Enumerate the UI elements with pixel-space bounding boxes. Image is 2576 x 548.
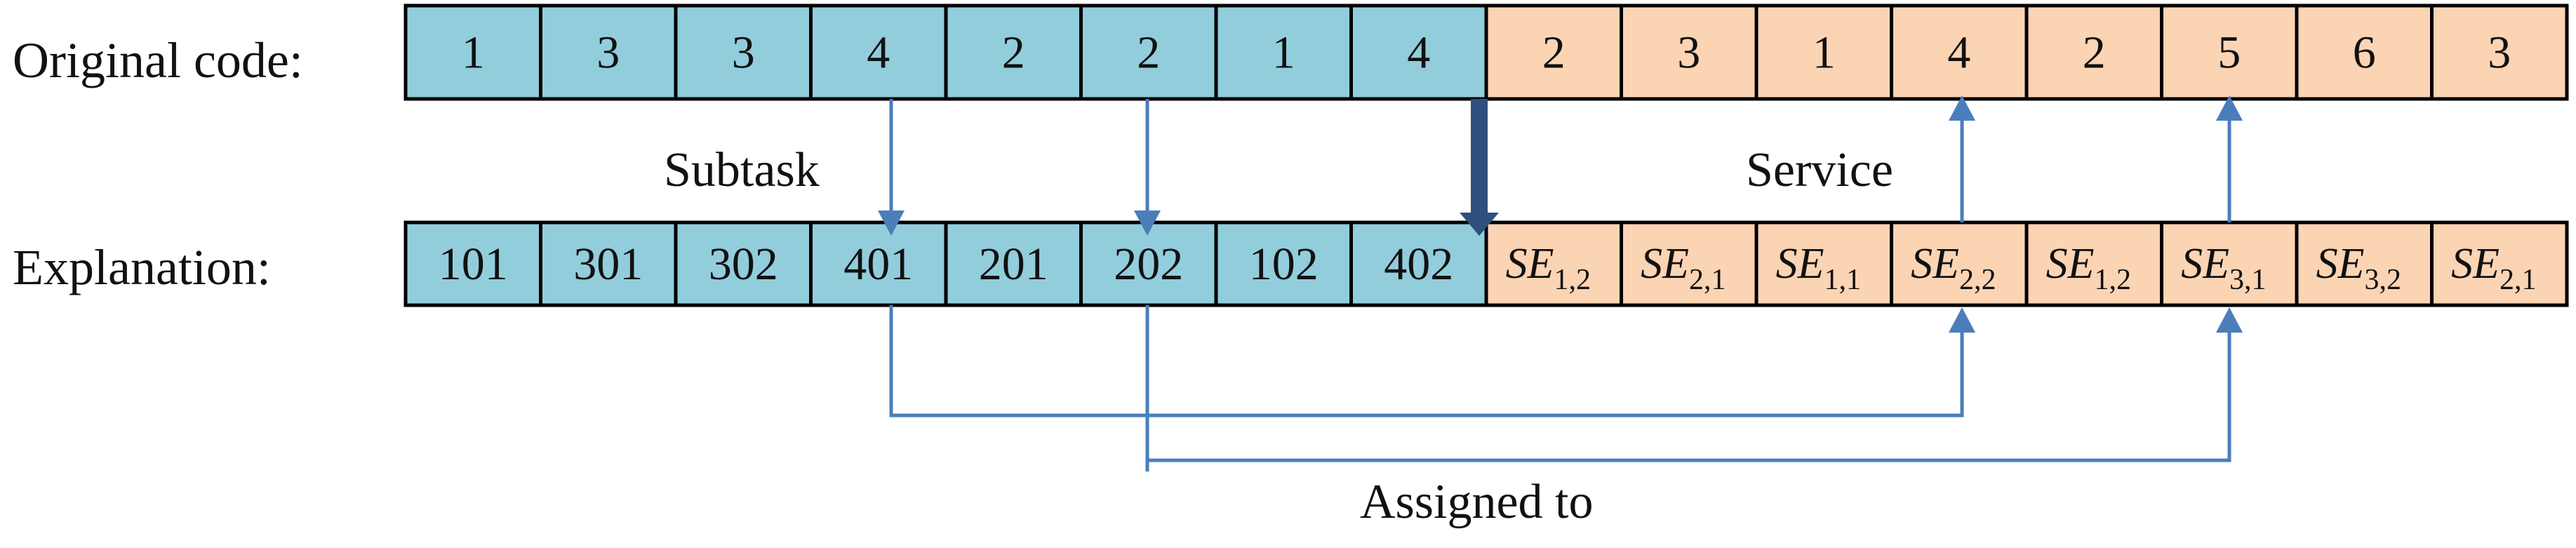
explanation-service-cell	[1754, 220, 1893, 307]
explanation-subtask-cell	[403, 220, 542, 307]
original-subtask-cell	[674, 4, 813, 101]
service-symbol: SE1,2	[2046, 240, 2131, 296]
explanation-service-cell	[2024, 220, 2163, 307]
original-subtask-cell	[403, 4, 542, 101]
original-subtask-cell-text: 2	[1137, 27, 1160, 79]
subtask-label: Subtask	[664, 143, 820, 197]
explanation-subtask-cell-text: 102	[1249, 239, 1319, 290]
arrow-head-401	[878, 210, 905, 236]
explanation-subtask-cell-text: 402	[1384, 239, 1453, 290]
original-service-cell	[1890, 4, 2029, 101]
service-symbol: SE2,1	[2451, 240, 2536, 296]
explanation-subtask-cell	[809, 220, 948, 307]
explanation-subtask-cell-text: 201	[979, 239, 1048, 290]
original-subtask-cell	[539, 4, 678, 101]
original-subtask-cell	[1214, 4, 1353, 101]
original-service-cell-text: 4	[1947, 27, 1970, 79]
explanation-subtask-cell	[944, 220, 1083, 307]
original-service-cell-text: 5	[2217, 27, 2241, 79]
explanation-subtask-cell-text: 301	[573, 239, 643, 290]
assignment-line-202	[1145, 305, 2231, 462]
arrow-head-5	[2216, 95, 2243, 121]
original-subtask-cell-text: 3	[596, 27, 620, 79]
original-service-cell	[2024, 4, 2163, 101]
service-symbol: SE2,1	[1641, 240, 1726, 296]
assigned-to-label: Assigned to	[1360, 475, 1594, 529]
service-symbol: SE1,2	[1506, 240, 1591, 296]
service-symbol: SE1,1	[1776, 240, 1861, 296]
original-service-cell-text: 1	[1813, 27, 1836, 79]
original-service-cell-text: 2	[1542, 27, 1566, 79]
explanation-service-cell	[2295, 220, 2434, 307]
original-service-cell-text: 6	[2353, 27, 2376, 79]
explanation-service-cell	[2160, 220, 2299, 307]
assignment-head-401	[1949, 307, 1975, 333]
assignment-head-202	[2216, 307, 2243, 333]
service-symbol: SE2,2	[1911, 240, 1996, 296]
original-service-cell	[1620, 4, 1759, 101]
explanation-row: 101 301 302 401 201 202 102 402 SE1,2 SE2,1 SE1,1 S…	[403, 220, 2569, 307]
original-service-cell-text: 3	[2488, 27, 2511, 79]
explanation-subtask-cell-text: 401	[843, 239, 913, 290]
original-subtask-cell-text: 1	[1272, 27, 1295, 79]
original-subtask-cell	[1079, 4, 1218, 101]
service-symbol: SE3,2	[2316, 240, 2401, 296]
original-service-cell	[2160, 4, 2299, 101]
explanation-subtask-cell-text: 302	[709, 239, 778, 290]
arrow-head-202	[1134, 210, 1161, 236]
original-subtask-cell-text: 4	[1407, 27, 1430, 79]
explanation-service-cell	[1484, 220, 1623, 307]
original-subtask-cell	[1349, 4, 1488, 101]
assignment-line-401	[889, 305, 1964, 417]
original-code-label: Original code:	[13, 32, 303, 88]
original-subtask-cell-text: 4	[867, 27, 890, 79]
original-service-cell	[1484, 4, 1623, 101]
original-subtask-cell-text: 3	[732, 27, 755, 79]
explanation-subtask-cell-text: 202	[1114, 239, 1183, 290]
service-symbol: SE3,1	[2181, 240, 2266, 296]
divider-arrow-shaft	[1471, 99, 1488, 217]
original-subtask-cell-text: 2	[1002, 27, 1025, 79]
original-service-cell	[2430, 4, 2569, 101]
explanation-subtask-cell	[1214, 220, 1353, 307]
explanation-subtask-cell-text: 101	[439, 239, 508, 290]
explanation-service-cell	[2430, 220, 2569, 307]
original-subtask-cell	[944, 4, 1083, 101]
service-label: Service	[1746, 143, 1893, 197]
explanation-label: Explanation:	[13, 239, 271, 295]
arrow-head-4	[1949, 95, 1975, 121]
explanation-subtask-cell	[674, 220, 813, 307]
original-service-cell-text: 2	[2083, 27, 2106, 79]
original-subtask-cell-text: 1	[462, 27, 485, 79]
explanation-service-cell	[1620, 220, 1759, 307]
divider-arrow-head	[1460, 213, 1499, 236]
original-service-cell-text: 3	[1677, 27, 1700, 79]
original-code-row: 1 3 3 4 2 2 1 4 2 3 1 4 2 5 6 3	[403, 4, 2569, 101]
